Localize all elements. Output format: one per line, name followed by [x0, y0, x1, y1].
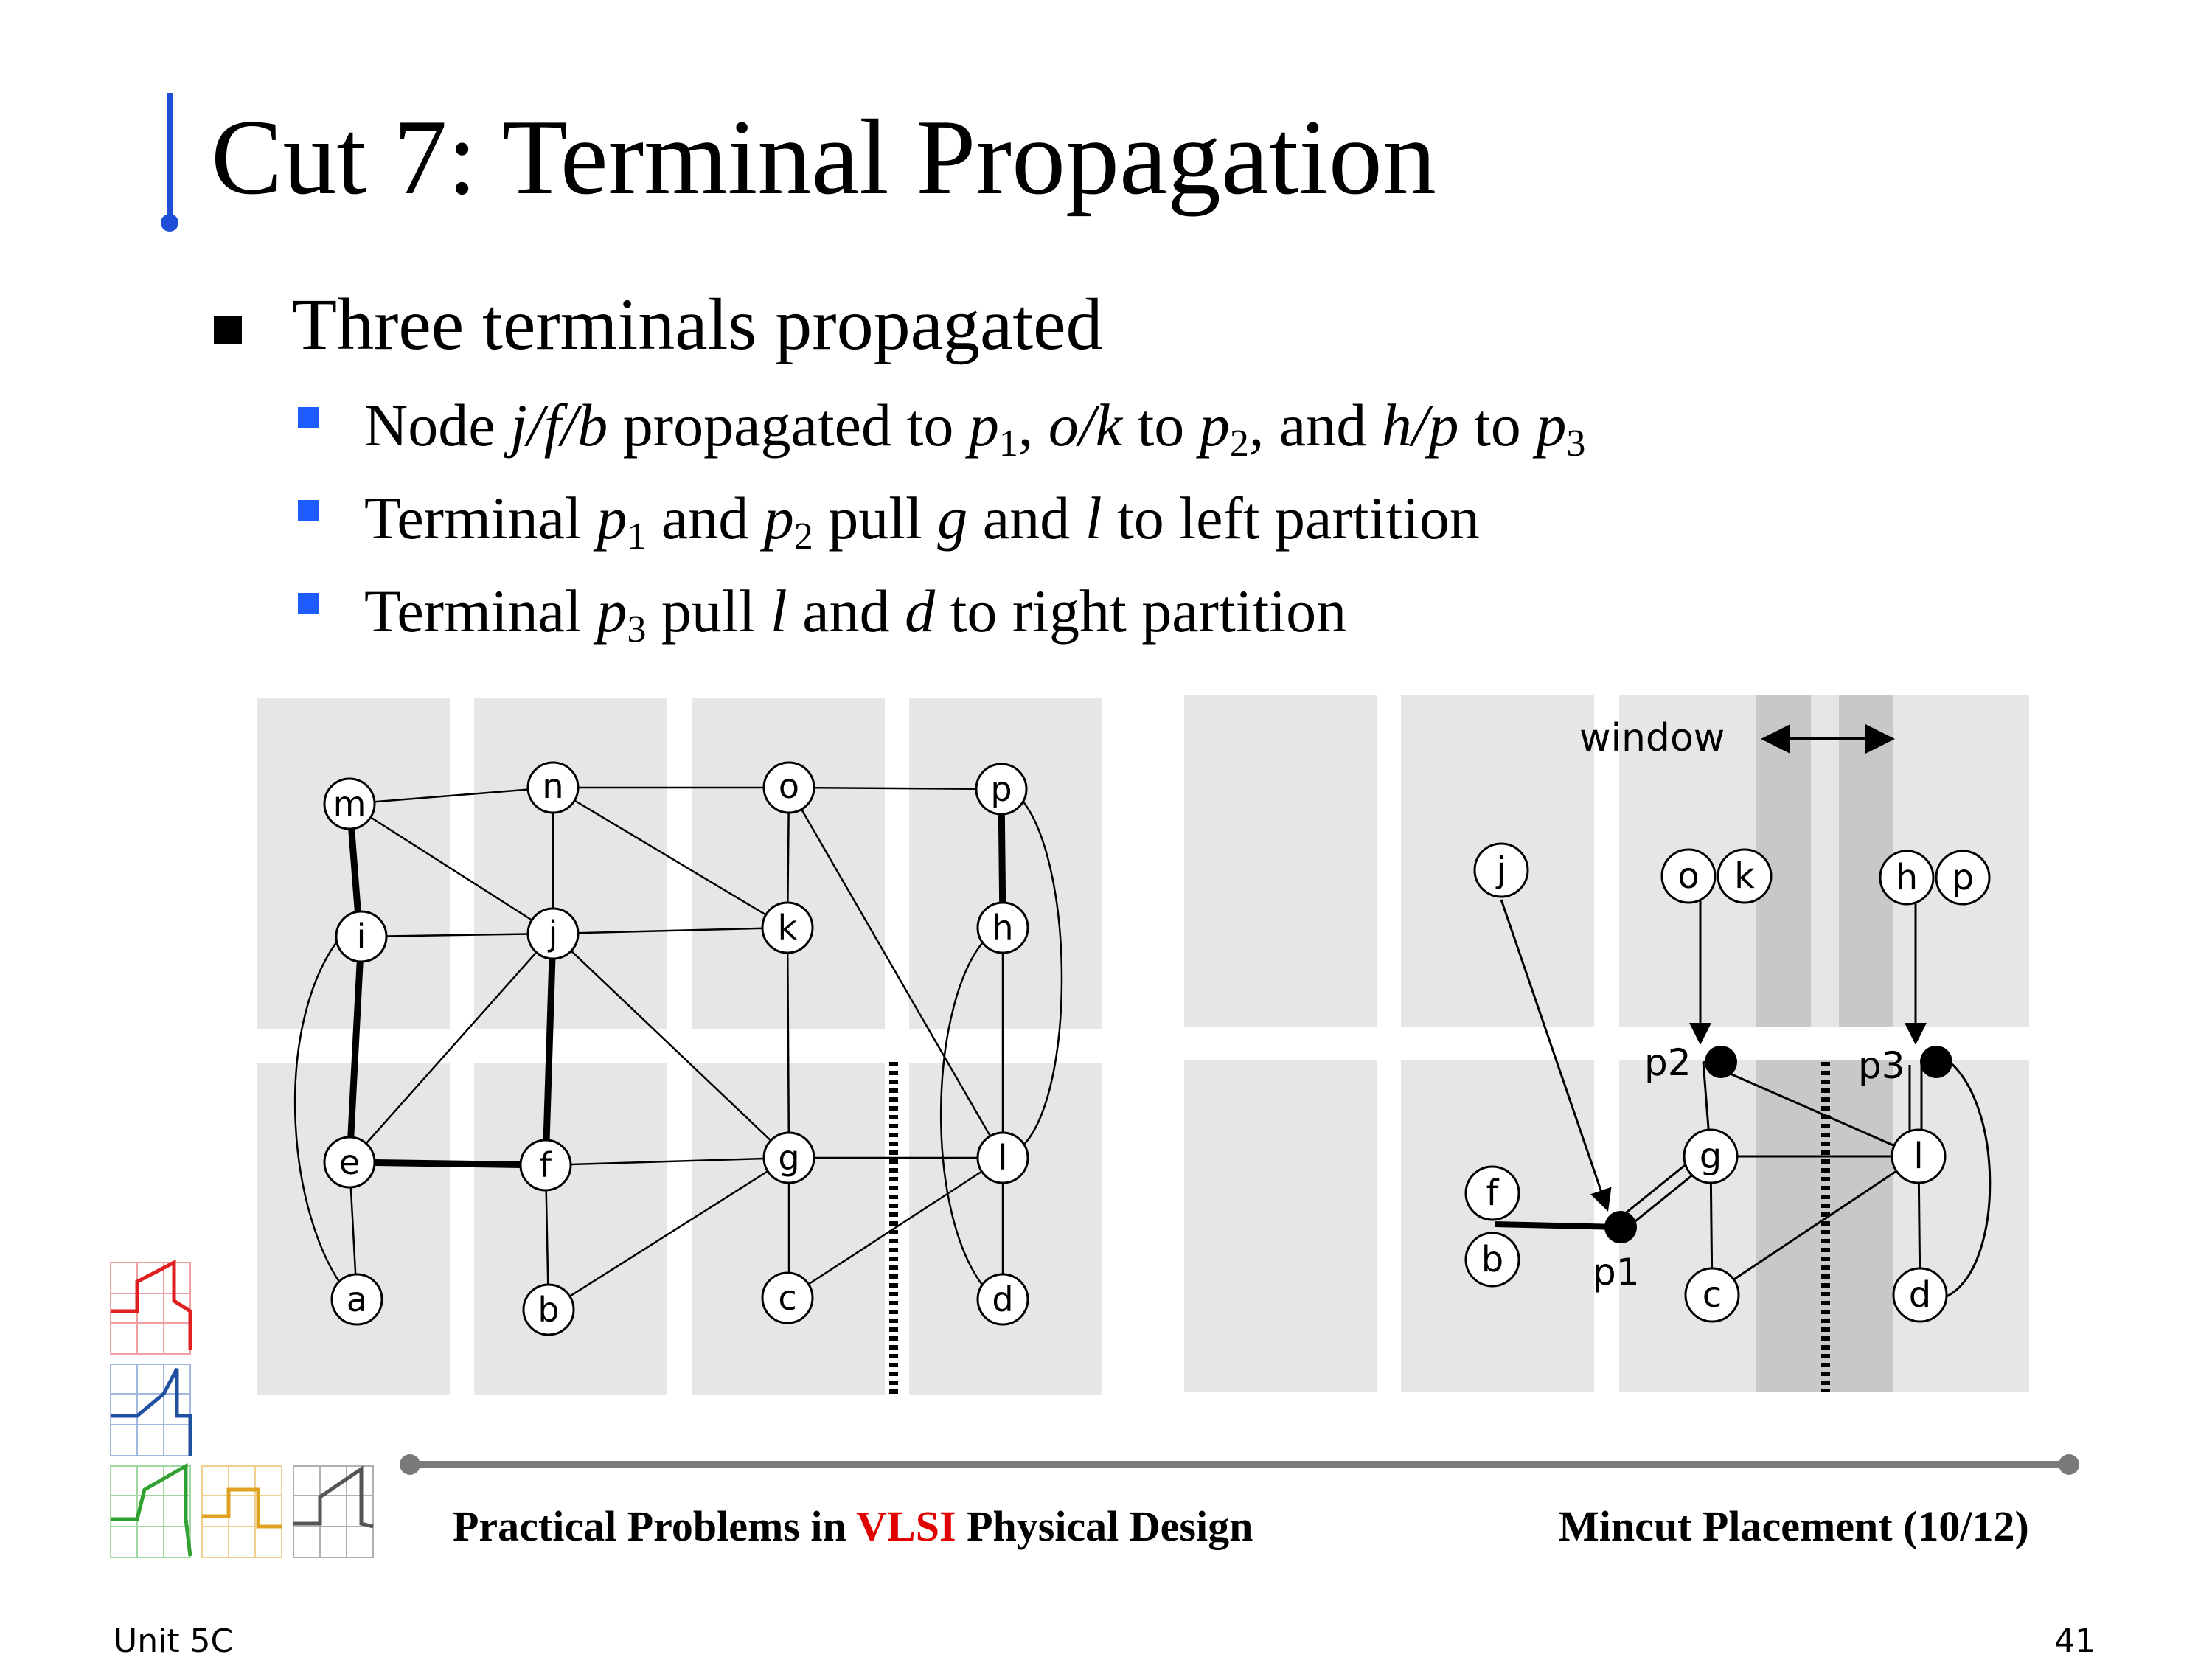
node-label: o	[779, 766, 799, 806]
title-accent-dot	[161, 214, 178, 232]
footer-rule-end	[2059, 1454, 2079, 1475]
node-label: l	[998, 1138, 1008, 1178]
page-number: 41	[2054, 1622, 2096, 1660]
node-o	[1660, 848, 1717, 904]
sub-bullet-2: Terminal p1 and p2 pull g and l to left …	[364, 485, 1480, 558]
node-c	[1684, 1267, 1740, 1323]
node-label: b	[538, 1290, 559, 1330]
sub-bullet-1: Node j/f/b propagated to p1, o/k to p2, …	[364, 392, 1586, 465]
node-label: c	[778, 1278, 796, 1318]
terminal-dots	[1604, 1046, 1952, 1243]
node-label: p	[1952, 857, 1974, 898]
bullet-text: Three terminals propagated	[292, 283, 1103, 365]
node-g	[1683, 1128, 1739, 1184]
node-label: f	[1486, 1173, 1500, 1214]
node-c	[761, 1271, 814, 1324]
node-label: m	[333, 784, 366, 824]
node-k	[1717, 848, 1773, 904]
node-d	[1892, 1267, 1948, 1323]
node-d	[976, 1273, 1029, 1326]
node-label: a	[347, 1279, 367, 1319]
node-k	[761, 901, 814, 954]
node-label: h	[1896, 857, 1918, 898]
node-j	[526, 907, 580, 960]
node-h	[976, 901, 1029, 954]
node-label: h	[992, 908, 1013, 948]
bullet-marker	[214, 316, 242, 344]
node-label: k	[778, 908, 798, 948]
node-label: e	[339, 1142, 360, 1182]
node-label: d	[1909, 1274, 1931, 1316]
terminal-label: p2	[1644, 1041, 1691, 1084]
node-n	[526, 761, 580, 814]
title-accent-bar	[167, 93, 173, 218]
footer-course-title: Practical Problems in VLSI Physical Desi…	[453, 1502, 1253, 1550]
node-p	[1935, 850, 1991, 906]
node-label: k	[1734, 855, 1755, 897]
right-node-labels: j o k h p g l f b c d	[1481, 850, 1974, 1316]
node-label: i	[357, 917, 366, 956]
node-label: j	[1495, 850, 1506, 891]
bold-edge	[1495, 1221, 1620, 1230]
node-f	[519, 1139, 572, 1192]
footer-section-title: Mincut Placement (10/12)	[1559, 1502, 2029, 1550]
node-g	[762, 1131, 815, 1184]
node-i	[335, 910, 388, 963]
sub-bullet-marker	[298, 407, 319, 428]
node-h	[1879, 850, 1935, 906]
node-label: b	[1481, 1239, 1503, 1280]
node-m	[323, 777, 376, 830]
node-p	[975, 763, 1028, 816]
node-l	[976, 1131, 1029, 1184]
node-label: l	[1913, 1136, 1923, 1177]
node-e	[323, 1136, 376, 1189]
left-nodes	[323, 761, 1029, 1336]
node-label: p	[990, 769, 1012, 809]
node-label: n	[542, 766, 563, 806]
node-b	[1464, 1232, 1520, 1288]
unit-label: Unit 5C	[114, 1622, 234, 1660]
right-graph: window	[1184, 695, 2029, 1392]
terminal-p1-dot	[1604, 1211, 1637, 1243]
node-label: d	[992, 1279, 1013, 1319]
node-label: g	[1700, 1136, 1722, 1177]
slide-title: Cut 7: Terminal Propagation	[211, 97, 1436, 217]
right-nodes	[1464, 842, 1991, 1323]
sub-bullet-marker	[298, 500, 319, 521]
node-f	[1464, 1165, 1520, 1221]
terminal-label: p3	[1858, 1044, 1905, 1087]
node-a	[330, 1273, 383, 1326]
node-j	[1473, 842, 1529, 898]
terminal-labels: p1 p2 p3	[1593, 1041, 1905, 1293]
node-label: j	[548, 914, 558, 954]
window-label: window	[1579, 716, 1725, 760]
node-label: o	[1677, 855, 1699, 897]
sub-bullet-3: Terminal p3 pull l and d to right partit…	[364, 577, 1347, 650]
left-node-labels: m n o p i j k h e f g l a b c d	[333, 766, 1014, 1330]
sub-bullet-marker	[298, 593, 319, 614]
node-label: f	[540, 1145, 553, 1185]
node-o	[762, 761, 815, 814]
terminal-label: p1	[1593, 1251, 1640, 1293]
node-label: g	[778, 1138, 799, 1178]
left-graph: m n o p i j k h e f g l a b c d	[257, 698, 1102, 1395]
node-l	[1891, 1128, 1947, 1184]
left-grid	[257, 698, 1102, 1395]
terminal-p2-dot	[1705, 1046, 1737, 1078]
footer-rule-end	[400, 1454, 420, 1475]
course-logo	[110, 1259, 374, 1558]
terminal-p3-dot	[1920, 1046, 1952, 1078]
node-b	[522, 1283, 575, 1336]
node-label: c	[1703, 1274, 1722, 1316]
